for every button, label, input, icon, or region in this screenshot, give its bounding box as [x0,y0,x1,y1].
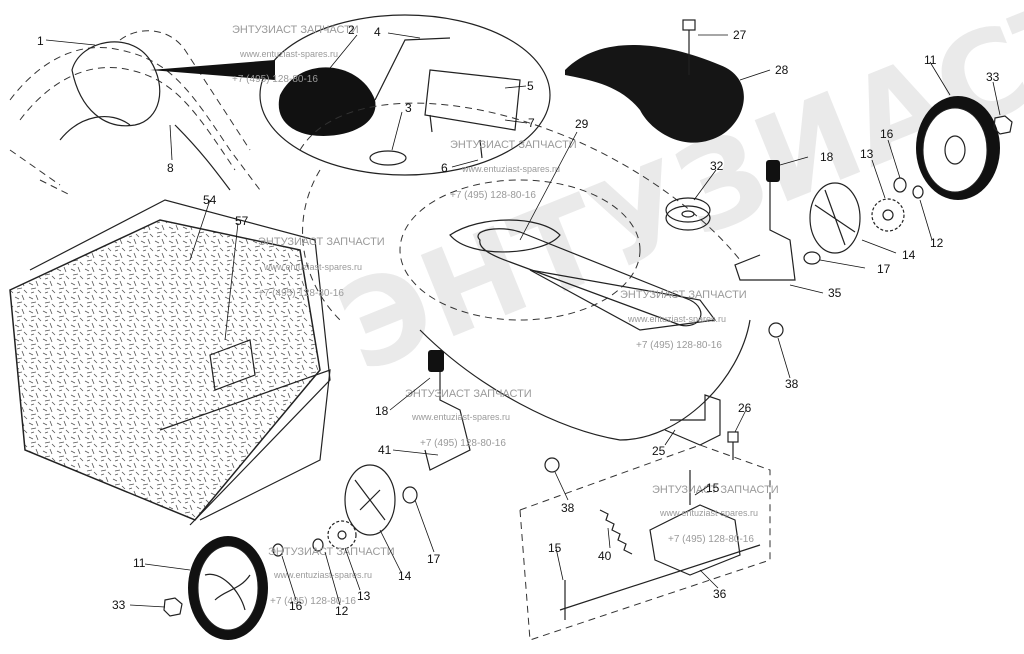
handle-upper [9,30,261,196]
callout-57: 57 [235,214,249,228]
callout-12-right: 12 [930,236,944,250]
callout-28: 28 [775,63,789,77]
callout-16-right: 16 [880,127,894,141]
rear-pinion-gear [871,198,905,232]
callout-35: 35 [828,286,842,300]
svg-text:ЭНТУЗИАСТ ЗАПЧАСТИ: ЭНТУЗИАСТ ЗАПЧАСТИ [620,289,747,301]
wheel-front-left [188,536,268,640]
front-axle [519,444,771,641]
front-pinion-gear [327,520,357,550]
gearbox-bracket [664,394,721,446]
callout-41: 41 [378,443,392,457]
callout-2: 2 [348,23,355,37]
callout-7: 7 [528,116,535,130]
callout-6: 6 [441,161,448,175]
callout-8: 8 [167,161,174,175]
svg-text:ЭНТУЗИАСТ ЗАПЧАСТИ: ЭНТУЗИАСТ ЗАПЧАСТИ [268,546,395,558]
bail-handle [59,41,231,191]
svg-text:ЭНТУЗИАСТ ЗАПЧАСТИ: ЭНТУЗИАСТ ЗАПЧАСТИ [232,24,359,36]
callout-38-right: 38 [785,377,799,391]
callout-4: 4 [374,25,381,39]
washers-right [768,177,924,338]
svg-text:+7 (495) 128-80-16: +7 (495) 128-80-16 [232,74,318,85]
callout-17-right: 17 [877,262,891,276]
callout-1: 1 [37,34,44,48]
callout-25: 25 [652,444,666,458]
bolt-27 [682,19,696,75]
callout-11-left: 11 [133,556,146,570]
height-adjuster-right [734,160,796,281]
watermark-block-1: ЭНТУЗИАСТ ЗАПЧАСТИ www.entuziast-spares.… [232,24,359,85]
callout-17-left: 17 [427,552,441,566]
svg-text:+7 (495) 128-80-16: +7 (495) 128-80-16 [450,190,536,201]
svg-text:www.entuziast-spares.ru: www.entuziast-spares.ru [659,508,758,518]
svg-text:www.entuziast-spares.ru: www.entuziast-spares.ru [273,570,372,580]
svg-text:ЭНТУЗИАСТ ЗАПЧАСТИ: ЭНТУЗИАСТ ЗАПЧАСТИ [652,484,779,496]
leader-lines [45,32,1001,608]
wheel-rear-right [916,96,1000,200]
callout-33-right: 33 [986,70,1000,84]
grass-bag [9,199,331,526]
svg-text:ЭНТУЗИАСТ ЗАПЧАСТИ: ЭНТУЗИАСТ ЗАПЧАСТИ [258,236,385,248]
rear-hub-cap [809,182,861,254]
rear-discharge [449,219,717,331]
washers-left [272,457,560,557]
drive-belt [477,228,702,327]
spring [599,509,633,555]
callout-15-pin: 15 [548,541,562,555]
rear-flap [565,45,744,143]
callout-16-left: 16 [289,599,303,613]
callout-12-left: 12 [335,604,349,618]
callout-36: 36 [713,587,727,601]
zoom-detail-circle [150,14,551,176]
svg-text:ЭНТУЗИАСТ ЗАПЧАСТИ: ЭНТУЗИАСТ ЗАПЧАСТИ [405,388,532,400]
callout-33-left: 33 [112,598,126,612]
callout-29: 29 [575,117,589,131]
svg-text:+7 (495) 128-80-16: +7 (495) 128-80-16 [668,534,754,545]
callout-18-left: 18 [375,404,389,418]
callout-11-right: 11 [924,53,937,67]
watermark-block-3: ЭНТУЗИАСТ ЗАПЧАСТИ www.entuziast-spares.… [258,236,385,299]
watermark-block-4: ЭНТУЗИАСТ ЗАПЧАСТИ www.entuziast-spares.… [620,289,747,351]
svg-text:+7 (495) 128-80-16: +7 (495) 128-80-16 [270,596,356,607]
callout-15-gearbox: 15 [706,481,720,495]
callout-27: 27 [733,28,747,42]
callout-3: 3 [405,101,412,115]
svg-text:+7 (495) 128-80-16: +7 (495) 128-80-16 [420,438,506,449]
callout-32: 32 [710,159,724,173]
nut-33-right [993,115,1013,135]
callout-40: 40 [598,549,612,563]
svg-text:www.entuziast-spares.ru: www.entuziast-spares.ru [263,262,362,272]
callout-14-left: 14 [398,569,412,583]
callout-54: 54 [203,193,217,207]
watermark-block-7: ЭНТУЗИАСТ ЗАПЧАСТИ www.entuziast-spares.… [268,546,395,607]
svg-text:www.entuziast-spares.ru: www.entuziast-spares.ru [411,412,510,422]
height-adjuster-left [424,350,471,471]
bolt-26 [727,431,739,460]
svg-text:www.entuziast-spares.ru: www.entuziast-spares.ru [239,49,338,59]
svg-text:www.entuziast-spares.ru: www.entuziast-spares.ru [627,314,726,324]
nut-33-left [163,597,183,617]
watermark-block-6: ЭНТУЗИАСТ ЗАПЧАСТИ www.entuziast-spares.… [652,484,779,545]
front-hub-cap [344,464,396,536]
callout-26: 26 [738,401,752,415]
gearbox [649,470,741,576]
svg-text:+7 (495) 128-80-16: +7 (495) 128-80-16 [636,340,722,351]
svg-text:www.entuziast-spares.ru: www.entuziast-spares.ru [461,164,560,174]
pulley [665,197,711,231]
svg-text:+7 (495) 128-80-16: +7 (495) 128-80-16 [258,288,344,299]
callout-14-right: 14 [902,248,916,262]
svg-text:ЭНТУЗИАСТ ЗАПЧАСТИ: ЭНТУЗИАСТ ЗАПЧАСТИ [450,139,577,151]
callout-18-right: 18 [820,150,834,164]
callout-38-left: 38 [561,501,575,515]
callout-13-left: 13 [357,589,371,603]
watermark-block-2: ЭНТУЗИАСТ ЗАПЧАСТИ www.entuziast-spares.… [450,139,577,201]
callout-labels: 1 2 3 4 5 6 7 8 11 11 12 12 13 13 14 14 … [37,23,1000,618]
watermark-block-5: ЭНТУЗИАСТ ЗАПЧАСТИ www.entuziast-spares.… [405,388,532,449]
callout-13-right: 13 [860,147,874,161]
callout-5: 5 [527,79,534,93]
